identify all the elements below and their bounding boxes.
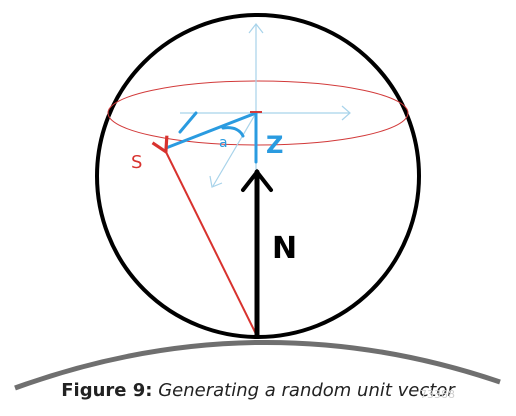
- surface-curve: [14, 339, 501, 391]
- label-z: Z: [266, 131, 283, 159]
- label-s: S: [131, 152, 142, 173]
- equator-ellipse: [107, 80, 409, 146]
- coordinate-axes: [180, 23, 351, 190]
- figure-caption: Figure 9: Generating a random unit vecto…: [0, 380, 516, 401]
- n-vector-arrow: [241, 168, 273, 339]
- projection-lines: [164, 111, 258, 164]
- label-n: N: [272, 231, 297, 266]
- figure-number: Figure 9:: [61, 380, 153, 401]
- label-a: a: [219, 135, 228, 151]
- s-vector-arrow: [151, 135, 258, 337]
- figure-caption-text: Generating a random unit vector: [158, 380, 455, 401]
- watermark-text: 73388: [420, 388, 455, 401]
